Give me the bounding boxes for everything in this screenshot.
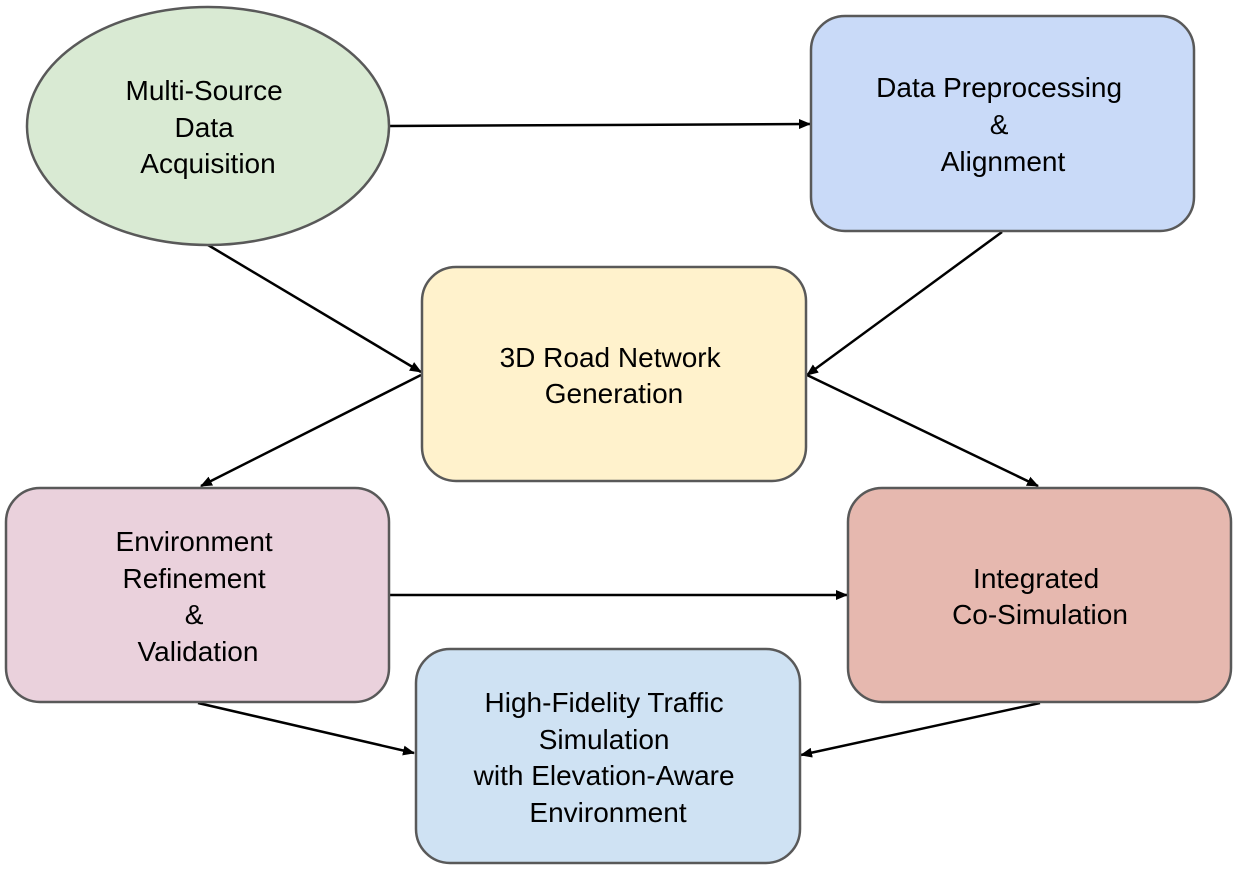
node-refinement-label: Environment Refinement & Validation	[116, 526, 281, 667]
node-generation-shape	[420, 265, 808, 483]
node-refinement-shape	[4, 486, 391, 704]
node-simulation-line-3: with Elevation-Aware	[473, 760, 735, 791]
edge-cosimulation-to-simulation	[800, 701, 1041, 758]
node-simulation-label: High-Fidelity Traffic Simulation with El…	[473, 687, 743, 828]
node-refinement-line-2: Refinement	[123, 563, 266, 594]
node-simulation-line-1: High-Fidelity Traffic	[485, 687, 724, 718]
node-acquisition-line-1: Multi-Source	[126, 75, 283, 106]
edge-refinement-to-simulation	[197, 701, 415, 756]
node-generation: 3D Road Network Generation	[420, 265, 808, 483]
node-refinement-line-3: &	[185, 599, 204, 630]
node-acquisition-shape	[25, 5, 391, 247]
node-preprocessing-line-1: Data Preprocessing	[876, 72, 1122, 103]
node-simulation-line-4: Environment	[529, 797, 686, 828]
node-preprocessing-shape	[809, 14, 1196, 233]
node-cosimulation-line-1: Integrated	[973, 563, 1099, 594]
node-generation-line-1: 3D Road Network	[500, 342, 722, 373]
node-cosimulation-shape	[846, 486, 1233, 704]
edge-preprocessing-to-generation	[806, 230, 1003, 377]
node-refinement: Environment Refinement & Validation	[4, 486, 391, 704]
edge-generation-to-cosimulation	[806, 373, 1039, 488]
node-preprocessing-line-3: Alignment	[941, 146, 1066, 177]
node-acquisition-label: Multi-Source Data Acquisition	[126, 75, 291, 179]
node-acquisition-line-2: Data	[175, 112, 235, 143]
node-preprocessing-label: Data Preprocessing & Alignment	[876, 72, 1130, 177]
node-refinement-line-1: Environment	[116, 526, 273, 557]
node-generation-line-2: Generation	[545, 378, 684, 409]
node-preprocessing: Data Preprocessing & Alignment	[809, 14, 1196, 233]
node-acquisition: Multi-Source Data Acquisition	[25, 5, 391, 247]
edges	[197, 119, 1041, 758]
edge-generation-to-refinement	[200, 373, 422, 488]
node-simulation-line-2: Simulation	[539, 724, 670, 755]
node-generation-label: 3D Road Network Generation	[500, 342, 729, 409]
node-cosimulation-line-2: Co-Simulation	[952, 599, 1128, 630]
node-simulation-shape	[414, 647, 802, 865]
edge-acquisition-to-preprocessing	[387, 119, 811, 130]
node-acquisition-line-3: Acquisition	[140, 148, 275, 179]
node-preprocessing-line-2: &	[990, 109, 1009, 140]
node-cosimulation: Integrated Co-Simulation	[846, 486, 1233, 704]
node-refinement-line-4: Validation	[138, 636, 259, 667]
node-simulation: High-Fidelity Traffic Simulation with El…	[414, 647, 802, 865]
node-cosimulation-label: Integrated Co-Simulation	[952, 563, 1128, 630]
edge-acquisition-to-generation	[207, 243, 422, 374]
